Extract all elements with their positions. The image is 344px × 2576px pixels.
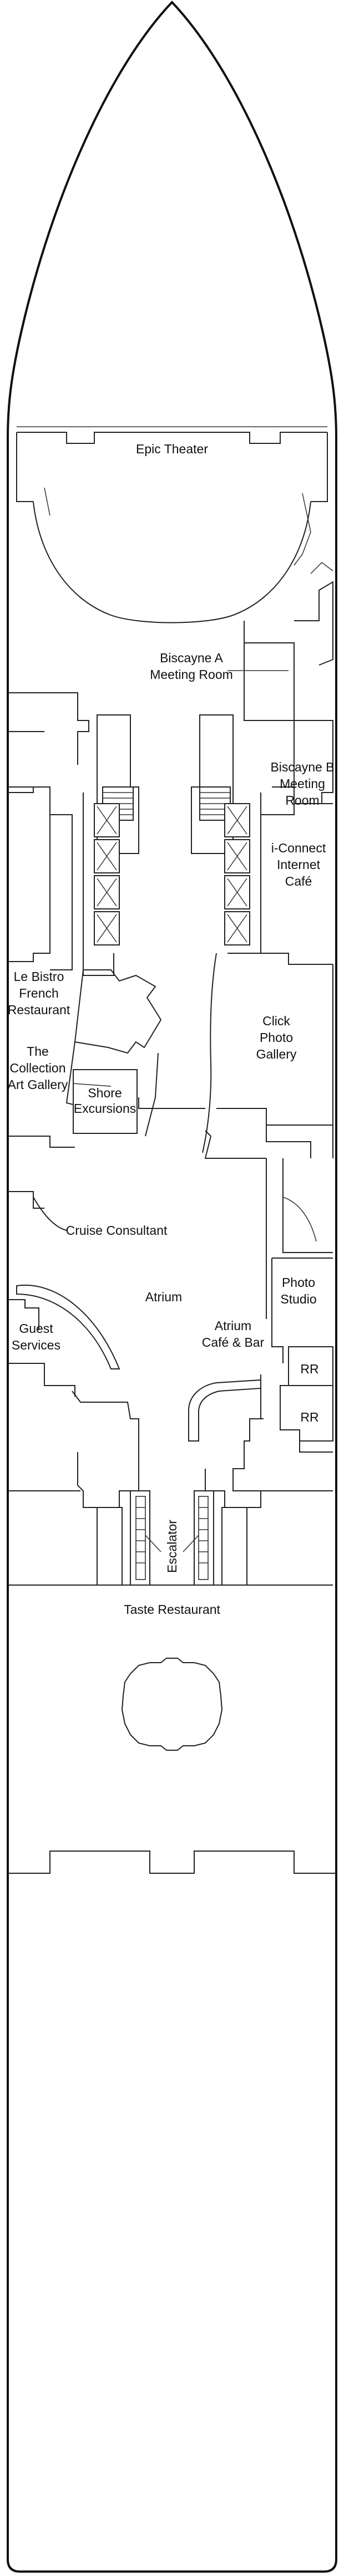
biscayne-a-room[interactable] bbox=[244, 562, 333, 721]
rr-lower-label: RR bbox=[300, 1410, 318, 1424]
guest-services-desk[interactable] bbox=[8, 1284, 120, 1397]
atrium-cafe-label-line2: Café & Bar bbox=[202, 1335, 265, 1350]
cruise-consultant-label: Cruise Consultant bbox=[66, 1223, 168, 1238]
atrium-area[interactable] bbox=[8, 1097, 333, 1319]
le-bistro-label-line1: Le Bistro bbox=[14, 969, 64, 984]
guest-services-label-line2: Services bbox=[12, 1338, 60, 1352]
click-photo-label-line3: Gallery bbox=[256, 1047, 297, 1061]
epic-theater-label: Epic Theater bbox=[136, 442, 208, 456]
photo-studio-room[interactable] bbox=[271, 1258, 333, 1363]
biscayne-a-label-line2: Meeting Room bbox=[150, 667, 233, 682]
le-bistro-restaurant[interactable] bbox=[8, 786, 73, 970]
escalator-starboard[interactable] bbox=[194, 1490, 247, 1586]
shore-label-line1: Shore bbox=[88, 1086, 122, 1100]
i-connect-label-line2: Internet bbox=[277, 857, 321, 872]
biscayne-b-label-line2: Meeting bbox=[280, 776, 325, 791]
restroom-lower[interactable] bbox=[280, 1385, 333, 1453]
shore-excursions-desk[interactable] bbox=[73, 1069, 138, 1134]
photo-studio-label-line2: Studio bbox=[280, 1292, 316, 1306]
click-photo-label-line1: Click bbox=[262, 1014, 290, 1028]
click-photo-gallery[interactable] bbox=[202, 953, 333, 1158]
collection-label-line1: The bbox=[27, 1044, 49, 1059]
collection-label-line2: Collection bbox=[10, 1061, 66, 1075]
shore-label-line2: Excursions bbox=[74, 1101, 136, 1116]
atrium-label: Atrium bbox=[145, 1290, 182, 1304]
biscayne-b-label-line1: Biscayne B bbox=[270, 760, 334, 774]
taste-restaurant[interactable] bbox=[8, 1585, 333, 1751]
elevators-starboard bbox=[224, 793, 261, 954]
i-connect-internet-cafe-room[interactable] bbox=[261, 803, 333, 965]
click-photo-label-line2: Photo bbox=[260, 1030, 293, 1045]
le-bistro-label-line2: French bbox=[19, 986, 59, 1000]
photo-studio-label-line1: Photo bbox=[282, 1275, 315, 1290]
le-bistro-label-line3: Restaurant bbox=[8, 1003, 70, 1017]
aft-boundary bbox=[8, 1851, 336, 1874]
biscayne-b-label-line3: Room bbox=[285, 793, 319, 807]
atrium-aft-structures bbox=[8, 1391, 333, 1508]
escalator-label: Escalator bbox=[165, 1520, 179, 1573]
i-connect-label-line1: i-Connect bbox=[271, 841, 326, 855]
collection-label-line3: Art Gallery bbox=[8, 1077, 68, 1092]
biscayne-a-label-line1: Biscayne A bbox=[160, 651, 223, 665]
epic-theater-room[interactable] bbox=[16, 432, 328, 623]
cruise-consultant-desk[interactable] bbox=[33, 1197, 67, 1231]
collection-pointer bbox=[73, 1083, 112, 1087]
rr-upper-label: RR bbox=[300, 1362, 318, 1376]
i-connect-label-line3: Café bbox=[285, 874, 312, 888]
atrium-cafe-label-line1: Atrium bbox=[215, 1318, 251, 1333]
guest-services-label-line1: Guest bbox=[19, 1321, 53, 1336]
ship-hull-outline bbox=[7, 1, 337, 2573]
atrium-cafe-bar[interactable] bbox=[188, 1374, 261, 1442]
elevators-port bbox=[83, 793, 120, 976]
escalator-pointer-lines bbox=[145, 1535, 199, 1552]
taste-restaurant-label: Taste Restaurant bbox=[124, 1602, 220, 1617]
